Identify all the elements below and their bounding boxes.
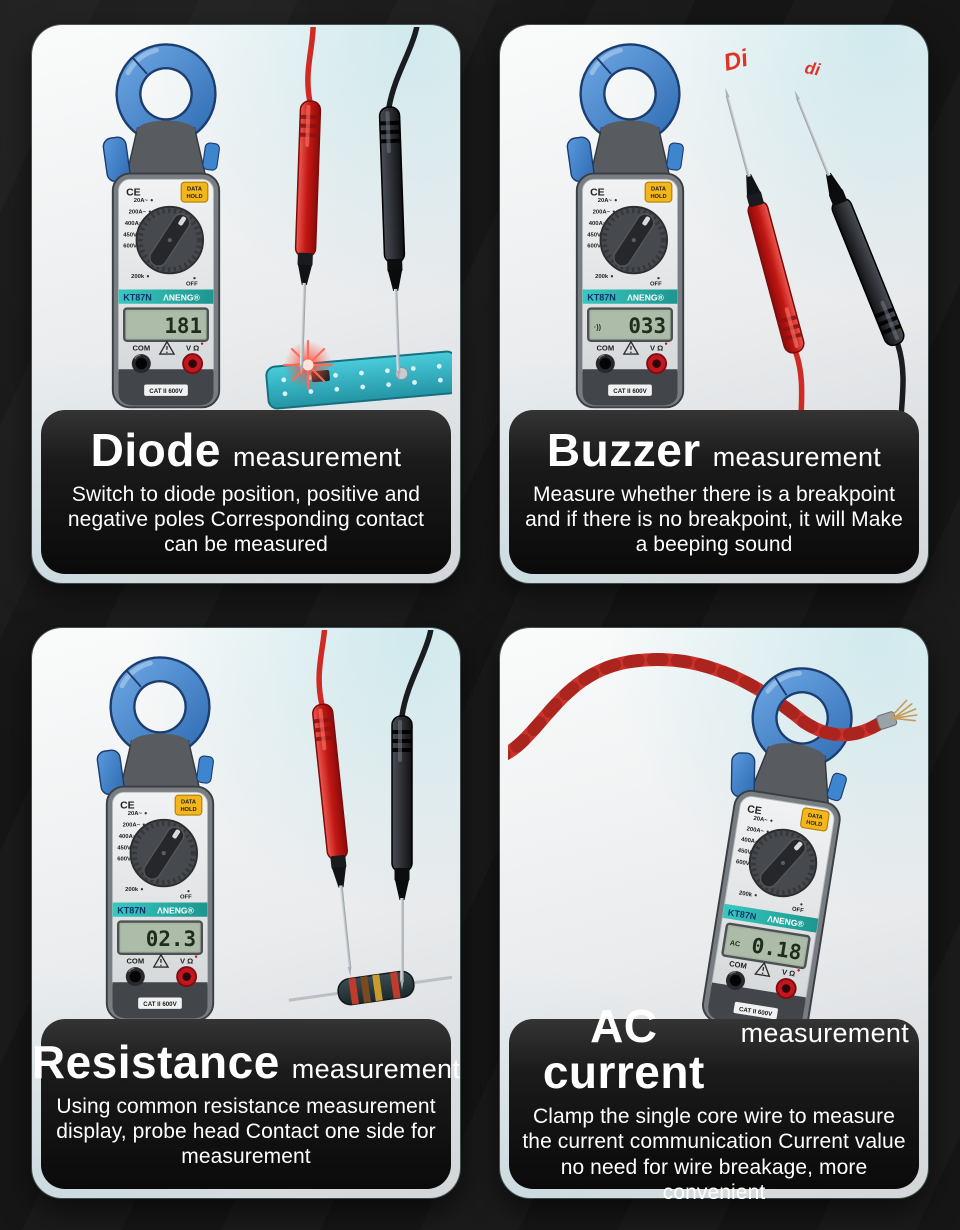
- panel-description: Using common resistance measurement disp…: [56, 1094, 436, 1169]
- red-probe: [290, 99, 322, 376]
- panel-title-main: Buzzer: [546, 423, 701, 476]
- panel-description: Measure whether there is a breakpoint an…: [525, 482, 903, 557]
- panel-title-main: AC current: [542, 1000, 705, 1099]
- meter-instance: 033 ·)): [566, 44, 684, 407]
- lcd-prefix: AC: [729, 939, 740, 949]
- lcd-value: 033: [628, 314, 666, 338]
- meter-instance: 181: [102, 44, 220, 407]
- panel-description: Clamp the single core wire to measure th…: [522, 1105, 906, 1204]
- black-probe: [391, 715, 413, 991]
- red-probe-wire: [316, 630, 328, 708]
- red-probe-wire: [305, 27, 316, 105]
- panel-title-suffix: measurement: [232, 441, 402, 472]
- caption-resistance: Resistance measurement Using common resi…: [32, 1019, 460, 1189]
- caption-ac-current: AC current measurement Clamp the single …: [509, 1003, 919, 1204]
- panel-title-suffix: measurement: [712, 441, 882, 472]
- caption-buzzer: Buzzer measurement Measure whether there…: [509, 410, 919, 574]
- caption-diode: Diode measurement Switch to diode positi…: [41, 410, 451, 574]
- buzzer-illustration: 033 ·)) Di di: [508, 27, 908, 427]
- ac-current-illustration: 0.18 AC: [508, 652, 918, 1030]
- diode-illustration: 181: [40, 27, 452, 427]
- panel-title-suffix: measurement: [740, 1018, 909, 1049]
- panel-ac-current: 0.18 AC AC current measurement: [500, 628, 928, 1204]
- panel-title-main: Resistance: [31, 1035, 280, 1088]
- led-glow: [282, 339, 334, 391]
- black-probe: [378, 105, 410, 382]
- panel-title-main: Diode: [90, 423, 221, 476]
- panel-title: Diode measurement: [91, 427, 402, 473]
- red-probe: [311, 702, 362, 979]
- wire-twist-texture: [508, 652, 811, 761]
- black-probe-wire: [386, 27, 420, 110]
- red-probe-wire: [793, 350, 805, 427]
- panel-buzzer: 033 ·)) Di di Buzzer measurement Measure…: [500, 25, 928, 583]
- panel-title: AC current measurement: [519, 1003, 909, 1095]
- black-probe: [784, 85, 908, 349]
- panel-resistance: 02.3 Resistance measurement Using common…: [32, 628, 460, 1198]
- wire-twist-texture-front: [797, 715, 889, 742]
- lcd-prefix: ·)): [594, 323, 602, 331]
- resistance-illustration: 02.3: [40, 630, 452, 1030]
- panel-title: Buzzer measurement: [547, 427, 881, 473]
- panel-description: Switch to diode position, positive and n…: [67, 482, 425, 557]
- lcd-value: 181: [164, 314, 202, 338]
- meter-instance: 02.3: [96, 657, 214, 1020]
- meter-instance: 0.18 AC: [690, 659, 863, 1030]
- panel-title: Resistance measurement: [32, 1039, 460, 1085]
- stripped-wire-end: [876, 699, 918, 730]
- beep-sound-text-small: di: [803, 58, 822, 80]
- beep-sound-text: Di: [721, 44, 752, 76]
- panel-diode: 181: [32, 25, 460, 583]
- black-probe-wire: [399, 630, 434, 719]
- black-probe-wire: [895, 342, 906, 427]
- resistor: [288, 970, 452, 1006]
- red-probe: [714, 84, 807, 356]
- lcd-value: 02.3: [146, 927, 196, 951]
- panel-title-suffix: measurement: [291, 1053, 461, 1084]
